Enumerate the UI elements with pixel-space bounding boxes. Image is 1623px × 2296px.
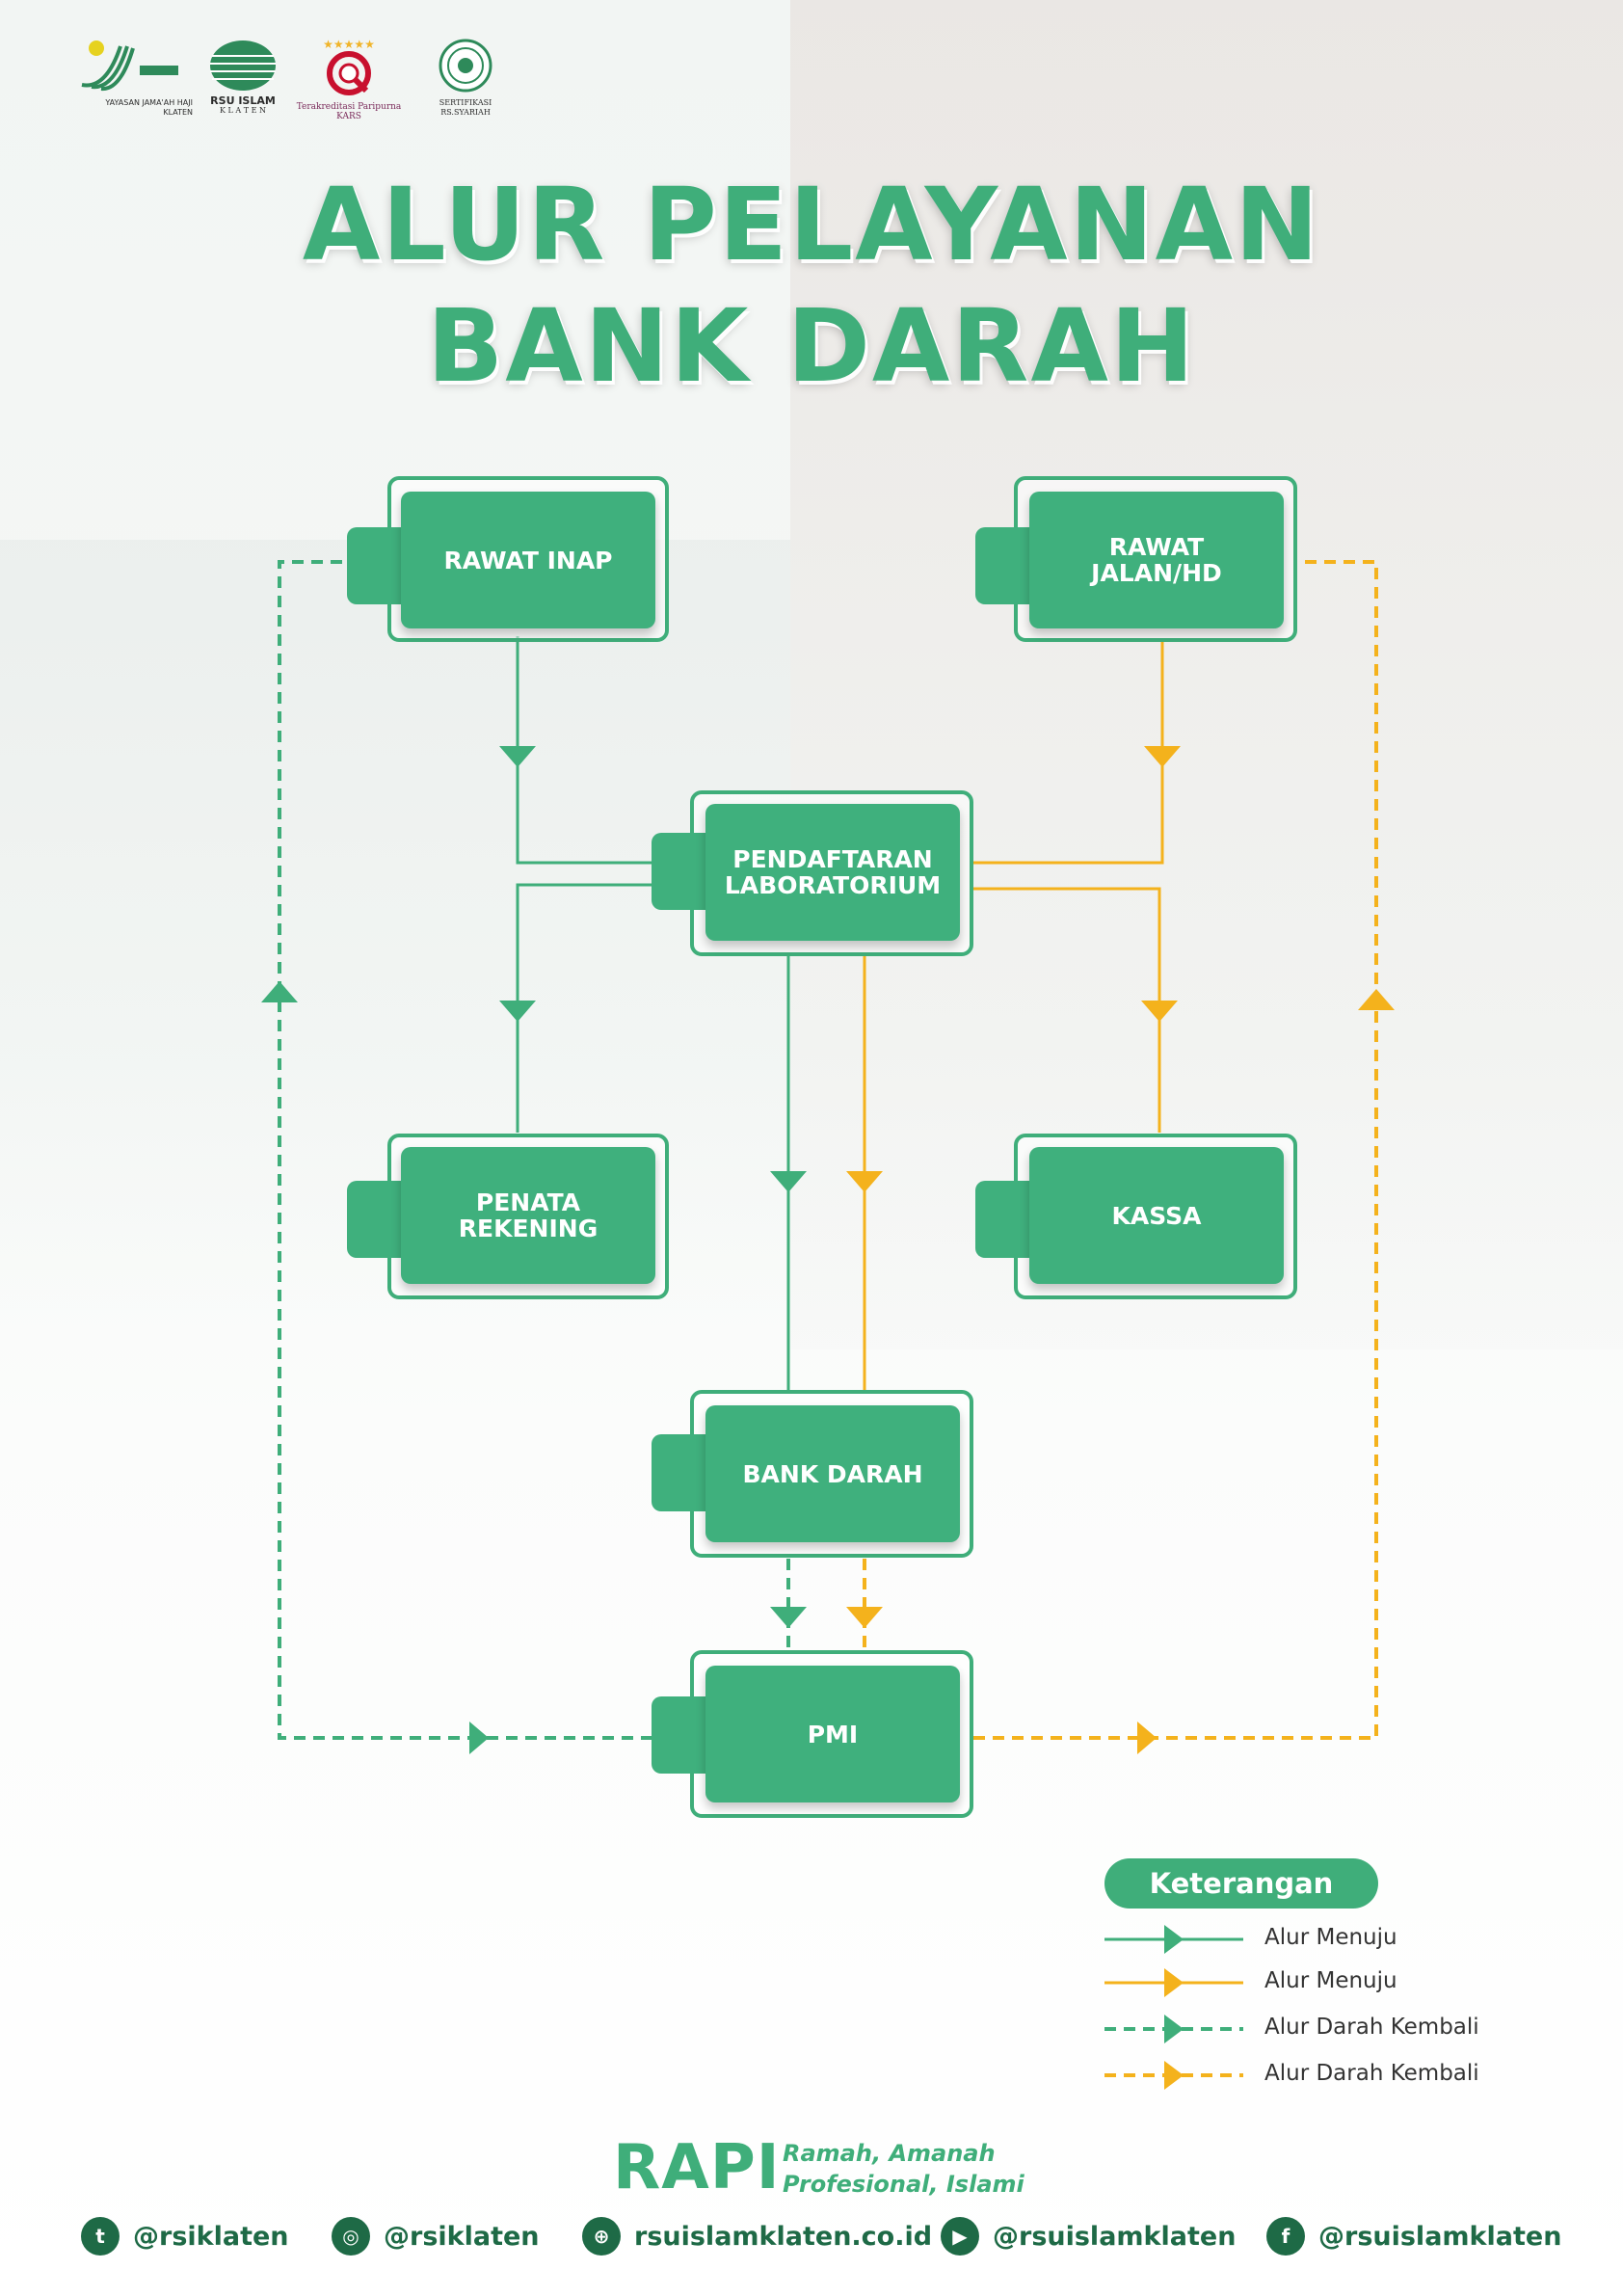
dash-pmi-to-rawat-jalan [973, 560, 1378, 1740]
node-pmi: PMI [705, 1666, 960, 1802]
social-facebook[interactable]: f @rsuislamklaten [1266, 2217, 1561, 2256]
social-website[interactable]: ⊕ rsuislamklaten.co.id [582, 2217, 932, 2256]
web-icon: ⊕ [582, 2217, 621, 2256]
legend-label-solid-yellow: Alur Menuju [1264, 1968, 1397, 1993]
kars-caption: Terakreditasi Paripurna [296, 102, 402, 112]
node-rawat-jalan: RAWAT JALAN/HD [1029, 492, 1284, 628]
arrow-down-penata [499, 1001, 536, 1022]
title-line-2: BANK DARAH [426, 287, 1197, 405]
line-pendaftaran-to-kassa [973, 887, 1161, 1133]
social-handle: @rsiklaten [133, 2221, 289, 2252]
syariah-logo-mark [439, 39, 492, 93]
kars-logo-mark: ★★★★★ [323, 38, 375, 95]
svg-text:★★★★★: ★★★★★ [323, 38, 375, 51]
arrow-down-pmi [770, 1607, 807, 1628]
social-handle: rsuislamklaten.co.id [634, 2221, 933, 2252]
rsu-caption: RSU ISLAM [210, 94, 276, 107]
arrow-down-kassa [1141, 1001, 1178, 1022]
social-handle: @rsuislamklaten [1318, 2221, 1562, 2252]
social-instagram[interactable]: ◎ @rsiklaten [332, 2217, 540, 2256]
legend-label-dashed-green: Alur Darah Kembali [1264, 2015, 1479, 2040]
arrow-down-bank-darah [770, 1171, 807, 1192]
line-rawat-jalan-to-pendaftaran [973, 641, 1164, 865]
dashed-green-paths [278, 560, 790, 1740]
rsu-logo: RSU ISLAM K L A T E N [204, 37, 281, 116]
twitter-icon: t [81, 2217, 120, 2256]
arrow-down-rawat-jalan [1144, 746, 1181, 767]
node-bank-darah: BANK DARAH [705, 1405, 960, 1542]
kars-logo: ★★★★★ Terakreditasi Paripurna KARS [291, 37, 407, 121]
syariah-caption: SERTIFIKASI RS.SYARIAH [439, 98, 492, 117]
social-handle: @rsuislamklaten [993, 2221, 1237, 2252]
arrow-up-right-return [1358, 989, 1395, 1010]
node-rawat-inap: RAWAT INAP [401, 492, 655, 628]
yayasan-caption: YAYASAN JAMA'AH HAJI KLATEN [105, 98, 193, 117]
arrow-up-left-return [261, 981, 298, 1002]
arrow-right-pmi-return [1137, 1722, 1157, 1754]
youtube-icon: ▶ [941, 2217, 979, 2256]
kars-subcaption: KARS [336, 112, 361, 121]
green-arrowheads [261, 746, 807, 1754]
title-line-1: ALUR PELAYANAN [302, 166, 1321, 283]
line-rawat-inap-to-pendaftaran [516, 636, 655, 865]
rapi-brand: RAPI [613, 2132, 781, 2203]
yayasan-logo: YAYASAN JAMA'AH HAJI KLATEN [77, 37, 193, 118]
syariah-logo: SERTIFIKASI RS.SYARIAH [422, 37, 509, 118]
arrow-down-rawat-inap [499, 746, 536, 767]
legend-label-dashed-yellow: Alur Darah Kembali [1264, 2061, 1479, 2086]
instagram-icon: ◎ [332, 2217, 370, 2256]
node-penata-rekening: PENATA REKENING [401, 1147, 655, 1284]
social-youtube[interactable]: ▶ @rsuislamklaten [941, 2217, 1236, 2256]
social-handle: @rsiklaten [384, 2221, 540, 2252]
yellow-arrowheads [846, 746, 1395, 1754]
tagline-line-2: Profesional, Islami [783, 2171, 1024, 2198]
arrow-down-pmi-yellow [846, 1607, 883, 1628]
node-pendaftaran-laboratorium: PENDAFTARAN LABORATORIUM [705, 804, 960, 941]
yayasan-logo-mark [81, 40, 178, 92]
facebook-icon: f [1266, 2217, 1305, 2256]
background-building [790, 0, 1623, 1349]
dashed-yellow-paths [863, 560, 1378, 1740]
tagline-line-1: Ramah, Amanah [783, 2140, 996, 2167]
legend-title: Keterangan [1104, 1858, 1378, 1909]
line-pendaftaran-to-penata [516, 883, 655, 1133]
arrow-down-bank-darah-yellow [846, 1171, 883, 1192]
node-kassa: KASSA [1029, 1147, 1284, 1284]
social-twitter[interactable]: t @rsiklaten [81, 2217, 289, 2256]
arrow-left-pmi-return [469, 1722, 489, 1754]
rsu-subcaption: K L A T E N [220, 106, 266, 115]
legend-label-solid-green: Alur Menuju [1264, 1925, 1397, 1950]
tagline: Ramah, Amanah Profesional, Islami [783, 2138, 1024, 2200]
rsu-logo-mark [210, 40, 276, 91]
dash-pmi-to-rawat-inap [278, 560, 652, 1740]
